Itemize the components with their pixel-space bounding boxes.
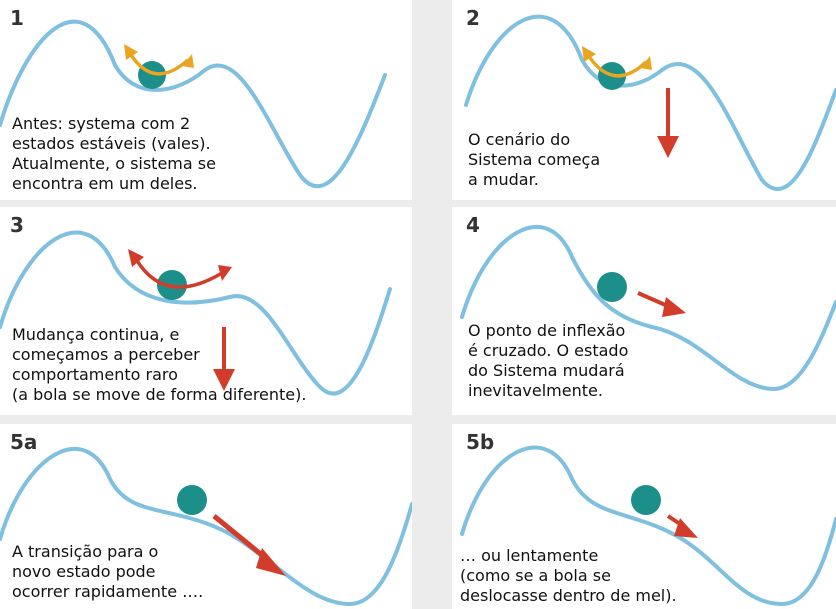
orange-arrow	[126, 49, 190, 76]
panel-5b: 5b … ou lentamente (como se a bola se de…	[452, 424, 836, 609]
landscape-diagram-2	[464, 14, 836, 191]
red-arrowhead	[674, 518, 698, 538]
red-arrowhead	[657, 136, 679, 158]
potential-curve	[464, 14, 836, 191]
panel-3: 3 Mudança continua, e começamos a perceb…	[0, 207, 412, 415]
ball	[177, 485, 207, 515]
orange-arrowhead-right	[640, 56, 652, 70]
panel-number: 3	[10, 213, 24, 237]
panel-number: 5a	[10, 430, 38, 454]
panel-caption: Mudança continua, e começamos a perceber…	[12, 325, 307, 404]
potential-curve	[460, 225, 836, 392]
panel-caption: O ponto de inflexão é cruzado. O estado …	[468, 321, 629, 400]
orange-arrowhead-left	[124, 44, 138, 60]
panel-number: 2	[466, 6, 480, 30]
potential-curve	[0, 230, 392, 396]
orange-arrow	[584, 51, 648, 78]
panel-2: 2 O cenário do Sistema começa a mudar.	[452, 0, 836, 200]
potential-curve	[0, 447, 412, 607]
panel-1: 1 Antes: systema com 2 estados estáveis …	[0, 0, 412, 200]
landscape-diagram-4	[460, 225, 836, 392]
panel-5a: 5a A transição para o novo estado pode o…	[0, 424, 412, 609]
ball	[631, 485, 661, 515]
ball	[597, 272, 627, 302]
panel-4: 4 O ponto de inflexão é cruzado. O estad…	[452, 207, 836, 415]
potential-curve	[460, 445, 836, 607]
panel-number: 5b	[466, 430, 495, 454]
landscape-diagram-5a	[0, 447, 412, 607]
landscape-diagram-3	[0, 230, 392, 396]
panel-caption: A transição para o novo estado pode ocor…	[12, 542, 204, 601]
red-arrowhead	[256, 548, 286, 576]
panel-caption: … ou lentamente (como se a bola se deslo…	[460, 546, 677, 605]
red-arrow	[212, 514, 270, 562]
landscape-diagram-1	[0, 19, 387, 189]
panel-caption: Antes: systema com 2 estados estáveis (v…	[12, 114, 216, 193]
orange-arrowhead-left	[582, 46, 596, 62]
red-arrowhead-left	[128, 249, 144, 267]
panel-number: 1	[10, 6, 24, 30]
potential-curve	[0, 19, 387, 189]
red-arrowhead	[662, 297, 686, 317]
panel-caption: O cenário do Sistema começa a mudar.	[468, 130, 601, 189]
red-curved-arrow	[134, 258, 223, 289]
red-arrowhead-right	[218, 265, 232, 281]
landscape-diagram-5b	[460, 445, 836, 607]
panel-number: 4	[466, 213, 480, 237]
red-arrowhead	[213, 369, 235, 391]
orange-arrowhead-right	[182, 54, 194, 68]
